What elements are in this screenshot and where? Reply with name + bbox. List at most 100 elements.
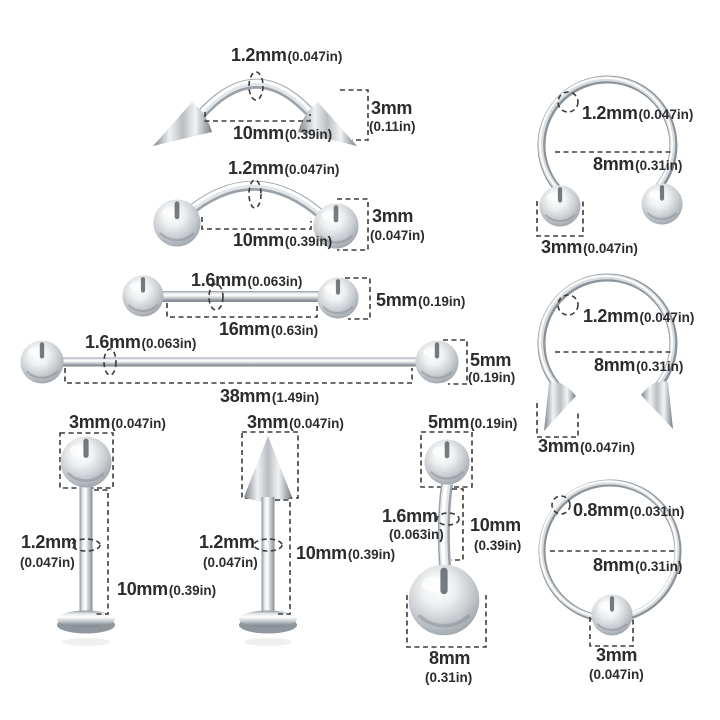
horseshoe-barbell-spikes <box>536 273 678 438</box>
mm-value: 3mm <box>541 237 583 257</box>
dim-labret-spike-gauge-mm: 1.2mm <box>199 533 255 552</box>
mm-value: 3mm <box>247 412 289 432</box>
dim-curved-balls-end-mm: 3mm <box>372 207 413 226</box>
bottom-ball-measure <box>406 595 487 648</box>
mm-value: 5mm <box>470 350 512 370</box>
ball-bottom <box>408 564 480 636</box>
horseshoe-barbell-balls <box>536 75 683 237</box>
end-measure <box>536 201 584 237</box>
end-measure <box>443 339 468 385</box>
dim-labret-spike-gauge-in: (0.047in) <box>202 555 258 571</box>
gauge-marker <box>248 71 264 101</box>
mm-value: 8mm <box>429 648 471 668</box>
mm-value: 1.2mm <box>199 532 255 552</box>
in-value: (0.047in) <box>639 310 695 325</box>
dim-belly-bottom-mm: 8mm <box>429 649 470 668</box>
mm-value: 1.2mm <box>228 158 284 178</box>
mm-value: 0.8mm <box>573 500 629 520</box>
top-ball-measure <box>420 431 473 488</box>
dim-industrial-end-in: (0.19in) <box>467 370 515 386</box>
dim-cbr-end-in: (0.047in) <box>588 667 644 683</box>
ball-left <box>153 199 201 247</box>
curved-barbell-spikes <box>153 71 369 146</box>
mm-value: 8mm <box>593 154 635 174</box>
dim-belly-top: 5mm(0.19in) <box>428 413 517 432</box>
mm-value: 1.6mm <box>85 332 141 352</box>
dim-curved-balls-length: 10mm(0.39in) <box>233 231 332 250</box>
in-value: (0.39in) <box>347 547 396 562</box>
in-value: (1.49in) <box>271 390 320 405</box>
dim-curved-spikes-end-in: (0.11in) <box>368 119 416 135</box>
gauge-marker <box>551 495 571 515</box>
mm-value: 10mm <box>233 123 284 143</box>
dim-belly-gauge-mm: 1.6mm <box>382 507 438 526</box>
gauge-marker <box>557 91 579 113</box>
dim-belly-bottom-in: (0.31in) <box>424 670 472 686</box>
bar <box>160 291 321 302</box>
dim-horseshoe-spikes-gauge: 1.2mm(0.047in) <box>583 307 694 326</box>
in-value: (0.39in) <box>168 583 217 598</box>
dim-labret-spike-end: 3mm(0.047in) <box>247 413 344 432</box>
dim-labret-ball-end: 3mm(0.047in) <box>69 413 166 432</box>
in-value: (0.063in) <box>247 274 303 289</box>
dim-cbr-end-mm: 3mm <box>596 646 637 665</box>
in-value: (0.11in) <box>369 119 416 134</box>
dim-curved-balls-gauge: 1.2mm(0.047in) <box>228 159 339 178</box>
mm-value: 1.6mm <box>191 270 247 290</box>
dim-labret-ball-length: 10mm(0.39in) <box>117 580 216 599</box>
in-value: (0.047in) <box>20 555 75 570</box>
dim-horseshoe-spikes-diameter: 8mm(0.31in) <box>594 356 683 375</box>
in-value: (0.047in) <box>580 440 635 455</box>
bar <box>60 357 419 367</box>
ball-right <box>317 277 359 319</box>
labret-stud-spike <box>239 431 299 646</box>
dim-horseshoe-balls-end: 3mm(0.047in) <box>541 238 638 257</box>
length-measure <box>201 217 312 230</box>
in-value: (0.31in) <box>635 559 683 574</box>
curved-barbell-balls <box>153 179 369 251</box>
length-measure <box>64 368 413 384</box>
mm-value: 10mm <box>117 579 168 599</box>
in-value: (0.31in) <box>636 359 684 374</box>
mm-value: 10mm <box>233 230 284 250</box>
ball-top <box>424 439 470 485</box>
ball-left <box>539 185 581 227</box>
spike-left <box>153 102 212 146</box>
mm-value: 5mm <box>376 290 418 310</box>
spike-top <box>244 436 292 502</box>
gauge-marker <box>248 179 262 209</box>
captive-bead-ring <box>538 479 682 647</box>
mm-value: 3mm <box>538 436 580 456</box>
end-measure <box>241 431 299 499</box>
in-value: (0.047in) <box>370 228 425 243</box>
ball-left <box>20 340 64 384</box>
belly-ring <box>406 431 487 648</box>
in-value: (0.39in) <box>474 538 522 553</box>
dim-horseshoe-balls-gauge: 1.2mm(0.047in) <box>582 104 693 123</box>
in-value: (0.31in) <box>425 670 473 685</box>
dim-belly-gauge-in: (0.063in) <box>388 527 444 543</box>
end-measure <box>340 89 369 141</box>
mm-value: 10mm <box>470 515 521 535</box>
mm-value: 10mm <box>296 543 347 563</box>
mm-value: 1.2mm <box>21 532 77 552</box>
dim-horseshoe-balls-diameter: 8mm(0.31in) <box>593 155 682 174</box>
length-measure <box>204 112 311 122</box>
mm-value: 3mm <box>372 206 414 226</box>
dim-labret-spike-length: 10mm(0.39in) <box>296 544 395 563</box>
in-value: (0.047in) <box>589 667 644 682</box>
dim-cbr-diameter: 8mm(0.31in) <box>593 556 682 575</box>
dim-belly-length-in: (0.39in) <box>473 538 521 554</box>
ball-left <box>122 275 164 317</box>
end-measure <box>536 403 579 438</box>
gauge-marker <box>557 294 579 316</box>
in-value: (0.047in) <box>203 555 258 570</box>
gauge-marker <box>253 538 283 552</box>
dim-straight-length: 16mm(0.63in) <box>219 320 318 339</box>
mm-value: 16mm <box>219 319 270 339</box>
mm-value: 38mm <box>220 386 271 406</box>
in-value: (0.39in) <box>284 127 333 142</box>
length-measure <box>275 499 291 615</box>
gauge-marker <box>436 512 460 526</box>
in-value: (0.047in) <box>638 107 694 122</box>
